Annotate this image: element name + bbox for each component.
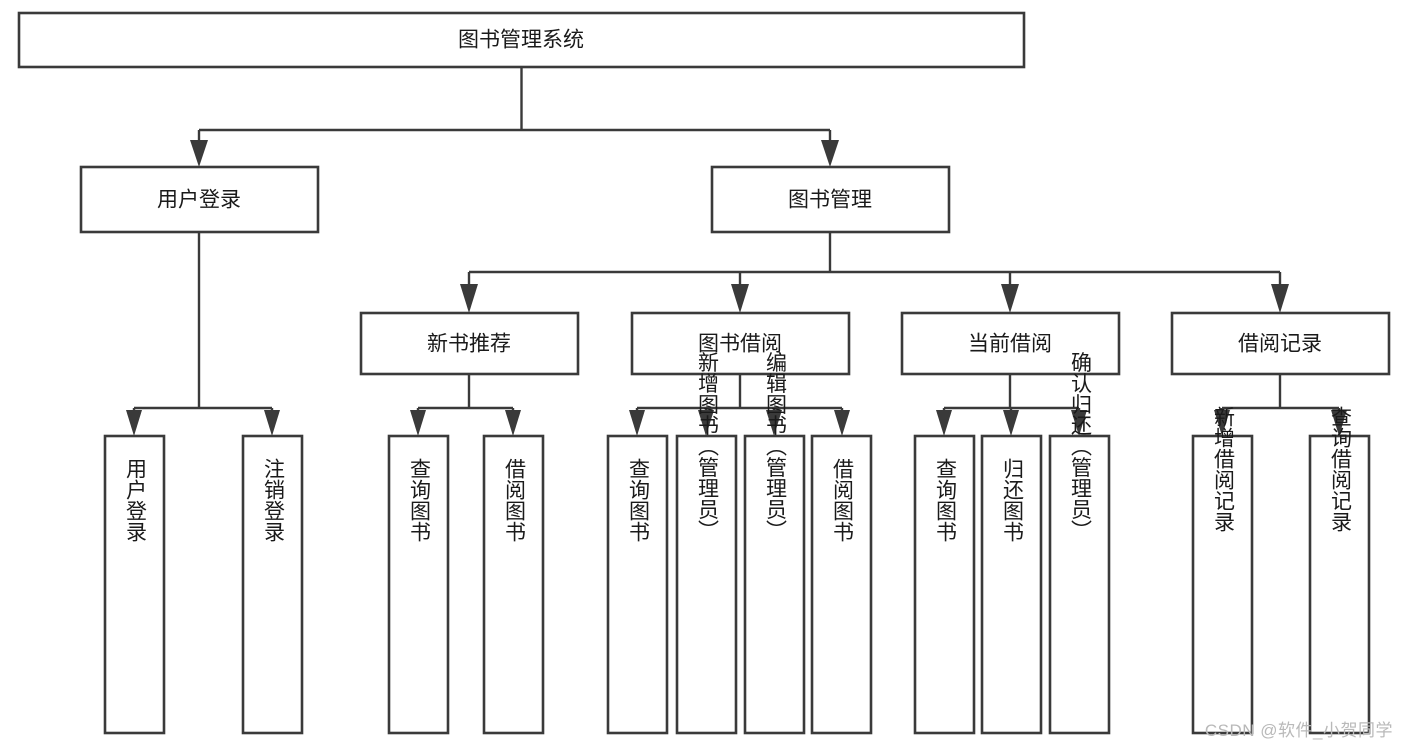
leaf-box-query-borrow-record[interactable] bbox=[1308, 434, 1371, 735]
leaf-node[interactable]: 查询图书 bbox=[913, 434, 976, 735]
connector-book-borrow-to-leaves bbox=[629, 374, 850, 436]
node-book-borrow-label: 图书借阅 bbox=[698, 333, 782, 356]
node-book-borrow-box[interactable] bbox=[630, 311, 851, 376]
arrow-head-leaf-8 bbox=[1003, 410, 1019, 436]
node-borrow-record-label: 借阅记录 bbox=[1238, 333, 1322, 356]
node-user-login-label: 用户登录 bbox=[157, 189, 241, 212]
arrow-head-leaf-user-login bbox=[126, 410, 142, 436]
arrow-head-leaf-6 bbox=[834, 410, 850, 436]
leaf-label-add-borrow-record: 新增借阅记录 bbox=[1212, 406, 1236, 532]
connector-current-borrow-to-leaves bbox=[936, 374, 1087, 436]
leaf-box-add-borrow-record[interactable] bbox=[1191, 434, 1254, 735]
leaf-label-return-book: 归还图书 bbox=[1001, 458, 1025, 542]
node-book-manage[interactable]: 图书管理 bbox=[710, 165, 951, 234]
connector-user-login-to-leaves bbox=[126, 232, 280, 436]
arrow-head-borrow-record bbox=[1271, 284, 1289, 313]
leaf-node[interactable]: 注销登录 bbox=[241, 434, 304, 735]
leaf-label-borrow-book-1: 借阅图书 bbox=[503, 458, 527, 542]
arrow-head-leaf-7 bbox=[936, 410, 952, 436]
leaf-node[interactable]: 查询借阅记录 bbox=[1308, 406, 1371, 735]
arrow-head-leaf-10 bbox=[1214, 410, 1230, 436]
arrow-head-book-manage bbox=[821, 140, 839, 167]
leaf-node[interactable]: 查询图书 bbox=[606, 434, 669, 735]
leaf-box-add-book[interactable] bbox=[675, 434, 738, 735]
node-user-login-box[interactable] bbox=[79, 165, 320, 234]
leaf-label-borrow-book-2: 借阅图书 bbox=[831, 458, 855, 542]
leaf-node[interactable]: 查询图书 bbox=[387, 434, 450, 735]
leaf-label-query-book-2: 查询图书 bbox=[627, 458, 651, 542]
leaf-label-query-book-3: 查询图书 bbox=[934, 458, 958, 542]
node-user-login[interactable]: 用户登录 bbox=[79, 165, 320, 234]
node-new-book-recommend[interactable]: 新书推荐 bbox=[359, 311, 580, 376]
connector-book-manage-to-level3 bbox=[460, 232, 1289, 313]
node-root-label: 图书管理系统 bbox=[458, 29, 584, 52]
node-current-borrow[interactable]: 当前借阅 bbox=[900, 311, 1121, 376]
leaf-box-logout[interactable] bbox=[241, 434, 304, 735]
leaf-box-edit-book[interactable] bbox=[743, 434, 806, 735]
node-current-borrow-label: 当前借阅 bbox=[968, 333, 1052, 356]
leaf-label-logout: 注销登录 bbox=[262, 458, 286, 542]
leaf-label-confirm-return: 确认归还（管理员） bbox=[1069, 352, 1093, 541]
connector-root-to-level2 bbox=[190, 67, 839, 167]
leaf-label-user-login: 用户登录 bbox=[124, 458, 148, 542]
arrow-head-user-login bbox=[190, 140, 208, 167]
leaf-label-query-book-1: 查询图书 bbox=[408, 458, 432, 542]
node-book-manage-box[interactable] bbox=[710, 165, 951, 234]
connector-borrow-record-to-leaves bbox=[1214, 374, 1347, 436]
leaf-node[interactable]: 借阅图书 bbox=[482, 434, 545, 735]
arrow-head-leaf-11 bbox=[1331, 410, 1347, 436]
leaf-label-query-borrow-record: 查询借阅记录 bbox=[1329, 406, 1353, 532]
leaf-box-borrow-book-1[interactable] bbox=[482, 434, 545, 735]
node-borrow-record-box[interactable] bbox=[1170, 311, 1391, 376]
leaf-label-add-book: 新增图书（管理员） bbox=[696, 352, 720, 541]
node-root[interactable]: 图书管理系统 bbox=[17, 11, 1026, 69]
leaf-box-query-book-3[interactable] bbox=[913, 434, 976, 735]
node-borrow-record[interactable]: 借阅记录 bbox=[1170, 311, 1391, 376]
node-root-box[interactable] bbox=[17, 11, 1026, 69]
node-current-borrow-box[interactable] bbox=[900, 311, 1121, 376]
arrow-head-current-borrow bbox=[1001, 284, 1019, 313]
arrow-head-book-borrow bbox=[731, 284, 749, 313]
leaf-box-query-book-2[interactable] bbox=[606, 434, 669, 735]
node-new-book-recommend-box[interactable] bbox=[359, 311, 580, 376]
leaf-box-confirm-return[interactable] bbox=[1048, 434, 1111, 735]
leaf-box-user-login[interactable] bbox=[103, 434, 166, 735]
leaf-node[interactable]: 新增借阅记录 bbox=[1191, 406, 1254, 735]
arrow-head-new-book-recommend bbox=[460, 284, 478, 313]
leaf-box-query-book-1[interactable] bbox=[387, 434, 450, 735]
leaf-node[interactable]: 编辑图书（管理员） bbox=[743, 352, 806, 735]
leaf-box-return-book[interactable] bbox=[980, 434, 1043, 735]
leaf-label-edit-book: 编辑图书（管理员） bbox=[764, 352, 788, 541]
arrow-head-leaf-5 bbox=[766, 410, 782, 436]
connector-new-book-recommend-to-leaves bbox=[410, 374, 521, 436]
leaf-box-borrow-book-2[interactable] bbox=[810, 434, 873, 735]
arrow-head-leaf-2 bbox=[505, 410, 521, 436]
arrow-head-leaf-4 bbox=[698, 410, 714, 436]
leaf-node[interactable]: 用户登录 bbox=[103, 434, 166, 735]
leaf-node[interactable]: 归还图书 bbox=[980, 434, 1043, 735]
leaf-node[interactable]: 新增图书（管理员） bbox=[675, 352, 738, 735]
node-book-manage-label: 图书管理 bbox=[788, 189, 872, 212]
arrow-head-leaf-logout bbox=[264, 410, 280, 436]
leaf-node[interactable]: 确认归还（管理员） bbox=[1048, 352, 1111, 735]
arrow-head-leaf-1 bbox=[410, 410, 426, 436]
node-new-book-recommend-label: 新书推荐 bbox=[427, 333, 511, 356]
arrow-head-leaf-3 bbox=[629, 410, 645, 436]
arrow-head-leaf-9 bbox=[1071, 410, 1087, 436]
leaf-node[interactable]: 借阅图书 bbox=[810, 434, 873, 735]
node-book-borrow[interactable]: 图书借阅 bbox=[630, 311, 851, 376]
